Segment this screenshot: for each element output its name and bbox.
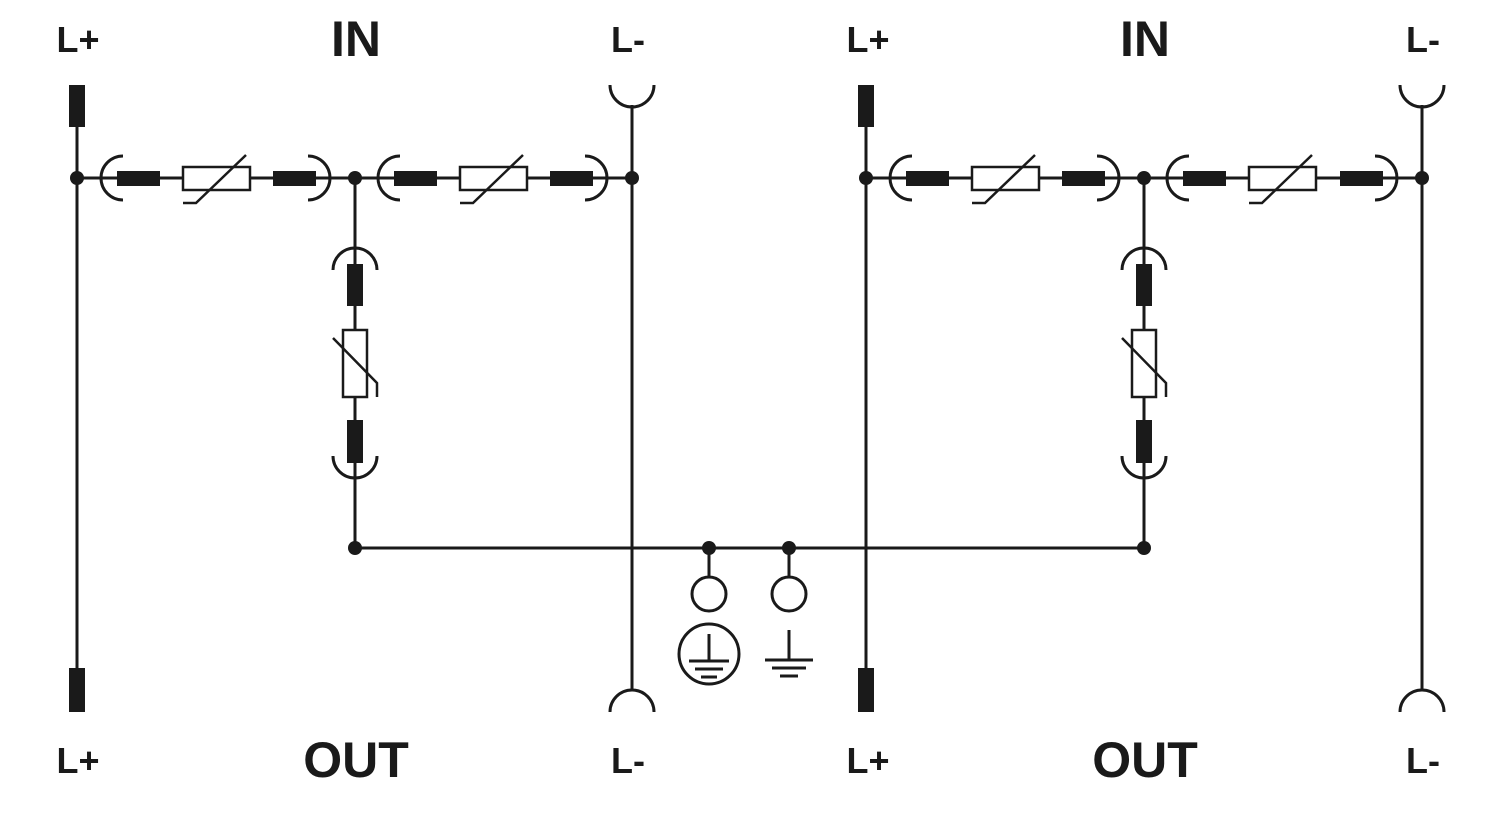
pe-junction — [702, 541, 716, 555]
left-plug3-pin-a — [347, 264, 363, 306]
right-plug2-pin-b — [1340, 171, 1383, 186]
left-bottom-lminus-label: L- — [611, 740, 645, 781]
right-top-lplus-label: L+ — [846, 19, 889, 60]
right-varistor-3 — [1121, 328, 1168, 399]
right-plug2-pin-a — [1183, 171, 1226, 186]
fe-junction — [782, 541, 796, 555]
right-plug1-pin-b — [1062, 171, 1105, 186]
protective-earth-icon — [677, 622, 741, 686]
left-plug1-pin-a — [117, 171, 160, 186]
right-bottom-lplus-label: L+ — [846, 740, 889, 781]
left-lminus-out-socket — [608, 688, 656, 713]
right-lplus-out-terminal — [858, 668, 874, 712]
left-plug1-left-socket — [99, 154, 124, 202]
right-plug1-left-socket — [888, 154, 913, 202]
left-node-lminus — [625, 171, 639, 185]
left-top-lminus-label: L- — [611, 19, 645, 60]
left-bottom-lplus-label: L+ — [56, 740, 99, 781]
right-lminus-in-socket — [1398, 84, 1446, 109]
left-plug1-right-socket — [307, 154, 332, 202]
right-lminus-out-socket — [1398, 688, 1446, 713]
right-bottom-lminus-label: L- — [1406, 740, 1440, 781]
pe-terminal-circle — [690, 575, 728, 613]
left-plug2-pin-a — [394, 171, 437, 186]
ground-icon — [765, 630, 813, 678]
left-plug3-bottom-socket — [331, 455, 379, 480]
right-lplus-in-terminal — [858, 85, 874, 127]
left-plug2-right-socket — [584, 154, 609, 202]
left-varistor-2 — [458, 154, 529, 205]
left-plug2-pin-b — [550, 171, 593, 186]
right-top-lminus-label: L- — [1406, 19, 1440, 60]
left-varistor-3 — [332, 328, 379, 399]
left-out-label: OUT — [303, 732, 409, 788]
left-lminus-in-socket — [608, 84, 656, 109]
right-plug2-right-socket — [1374, 154, 1399, 202]
right-in-label: IN — [1120, 11, 1170, 67]
left-plug1-pin-b — [273, 171, 316, 186]
right-node-lminus — [1415, 171, 1429, 185]
fe-terminal-circle — [770, 575, 808, 613]
right-node-lplus — [859, 171, 873, 185]
left-top-lplus-label: L+ — [56, 19, 99, 60]
right-varistor-2 — [1247, 154, 1318, 205]
right-plug3-pin-a — [1136, 264, 1152, 306]
right-plug3-top-socket — [1120, 246, 1168, 271]
right-plug2-left-socket — [1165, 154, 1190, 202]
right-node-mid — [1137, 171, 1151, 185]
right-varistor-1 — [970, 154, 1041, 205]
left-plug3-top-socket — [331, 246, 379, 271]
right-plug1-right-socket — [1096, 154, 1121, 202]
left-lplus-out-terminal — [69, 668, 85, 712]
left-lplus-in-terminal — [69, 85, 85, 127]
left-plug2-left-socket — [376, 154, 401, 202]
left-node-mid — [348, 171, 362, 185]
right-out-label: OUT — [1092, 732, 1198, 788]
right-plug3-pin-b — [1136, 420, 1152, 463]
left-plug3-pin-b — [347, 420, 363, 463]
right-section-components — [859, 154, 1429, 555]
left-in-label: IN — [331, 11, 381, 67]
right-plug3-bottom-socket — [1120, 455, 1168, 480]
left-varistor-1 — [181, 154, 252, 205]
ground-bus — [355, 546, 1144, 613]
left-node-lplus — [70, 171, 84, 185]
right-plug1-pin-a — [906, 171, 949, 186]
left-section-components — [70, 154, 639, 555]
